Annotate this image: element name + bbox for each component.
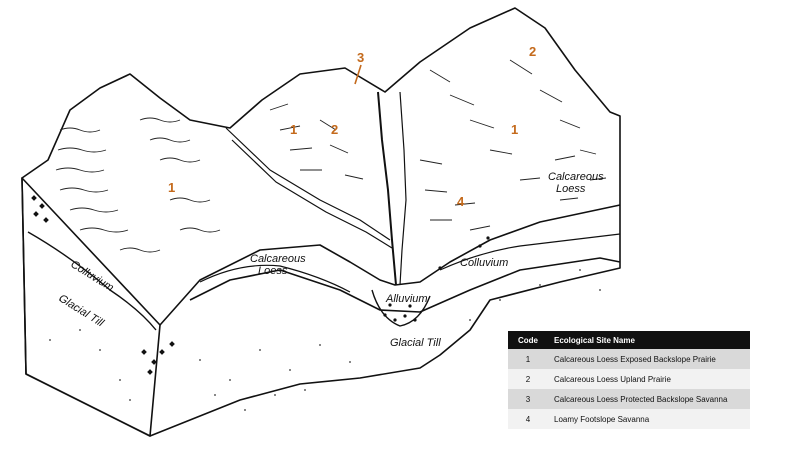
legend-site-name: Loamy Footslope Savanna [548, 409, 750, 429]
right-layer-line [439, 233, 621, 271]
legend-row: 4 Loamy Footslope Savanna [508, 409, 750, 429]
legend-code: 2 [508, 369, 548, 389]
valley-floor [189, 257, 621, 313]
tributary-2 [231, 139, 393, 249]
site-code-label: 4 [457, 194, 465, 209]
legend-site-name: Calcareous Loess Protected Backslope Sav… [548, 389, 750, 409]
legend-site-name: Calcareous Loess Exposed Backslope Prair… [548, 349, 750, 369]
layer-label-glacial-till-left: Glacial Till [56, 292, 106, 329]
till-stipple [49, 269, 601, 411]
ravine [377, 91, 397, 286]
legend-code: 1 [508, 349, 548, 369]
legend-header-code: Code [508, 331, 548, 349]
site-code-label: 2 [529, 44, 536, 59]
layer-label-colluvium-right: Colluvium [460, 257, 508, 269]
alluvium-pocket [371, 289, 431, 327]
layer-label-glacial-till-bottom: Glacial Till [390, 337, 441, 349]
tributary [225, 127, 391, 241]
ravine-bank [399, 91, 407, 286]
site-code-label: 1 [290, 122, 297, 137]
hillslope-hatching [55, 59, 607, 253]
ecological-site-legend: Code Ecological Site Name 1 Calcareous L… [508, 331, 750, 429]
legend-header-row: Code Ecological Site Name [508, 331, 750, 349]
legend-header-name: Ecological Site Name [548, 331, 750, 349]
left-layer-line [27, 231, 157, 331]
left-front-face [21, 177, 161, 437]
layer-label-colluvium-left: Colluvium [68, 258, 115, 294]
layer-label-alluvium: Alluvium [385, 293, 428, 305]
right-front-edge [159, 204, 621, 326]
site-code-label: 3 [357, 50, 364, 65]
loess-boundary [199, 264, 351, 293]
site-code-label: 2 [331, 122, 338, 137]
legend-row: 3 Calcareous Loess Protected Backslope S… [508, 389, 750, 409]
legend-code: 3 [508, 389, 548, 409]
legend-code: 4 [508, 409, 548, 429]
site-code-label: 1 [511, 122, 518, 137]
ravine-pointer-arrow [354, 64, 362, 85]
legend-row: 2 Calcareous Loess Upland Prairie [508, 369, 750, 389]
legend-row: 1 Calcareous Loess Exposed Backslope Pra… [508, 349, 750, 369]
legend-site-name: Calcareous Loess Upland Prairie [548, 369, 750, 389]
block-outline [21, 7, 621, 437]
site-code-label: 1 [168, 180, 175, 195]
